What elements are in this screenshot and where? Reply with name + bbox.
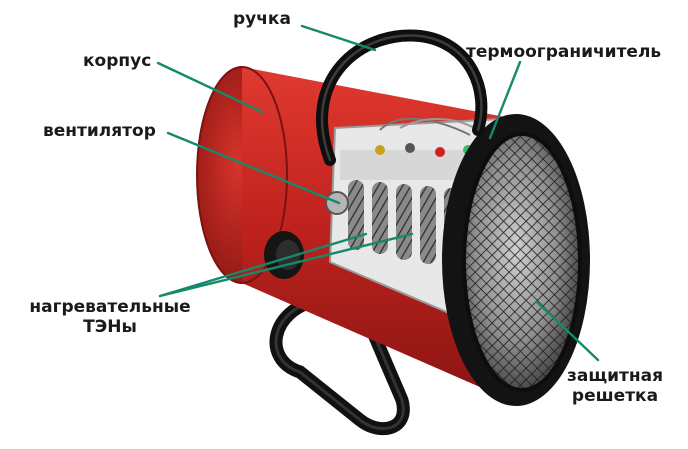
label-grille: защитная решетка: [555, 366, 675, 406]
leader-line-handle: [300, 24, 377, 52]
leader-line-fan: [166, 131, 341, 205]
heating-element: [348, 180, 364, 250]
label-fan: вентилятор: [43, 121, 156, 141]
stand-frame: [269, 293, 410, 436]
leader-line-thermostat: [488, 60, 522, 140]
label-handle: ручка: [233, 9, 291, 29]
label-thermostat: термоограничитель: [466, 42, 662, 62]
leader-line-heaters-1: [158, 232, 368, 298]
label-heaters-line1: нагревательные: [29, 297, 191, 317]
heating-element: [420, 186, 436, 264]
leader-line-heaters-2: [158, 232, 414, 298]
terminal-plate: [340, 150, 470, 180]
label-body: корпус: [83, 51, 152, 71]
leader-line-body: [156, 61, 264, 114]
leader-line-grille: [535, 300, 600, 362]
label-grille-line2: решетка: [571, 386, 659, 406]
protective-grille: [442, 114, 590, 406]
heating-element: [396, 184, 412, 260]
handle-bar: [316, 29, 488, 166]
label-heaters-line2: ТЭНы: [83, 317, 137, 337]
heating-element: [372, 182, 388, 254]
label-heaters: нагревательные ТЭНы: [14, 297, 206, 337]
label-grille-line1: защитная: [566, 366, 664, 386]
